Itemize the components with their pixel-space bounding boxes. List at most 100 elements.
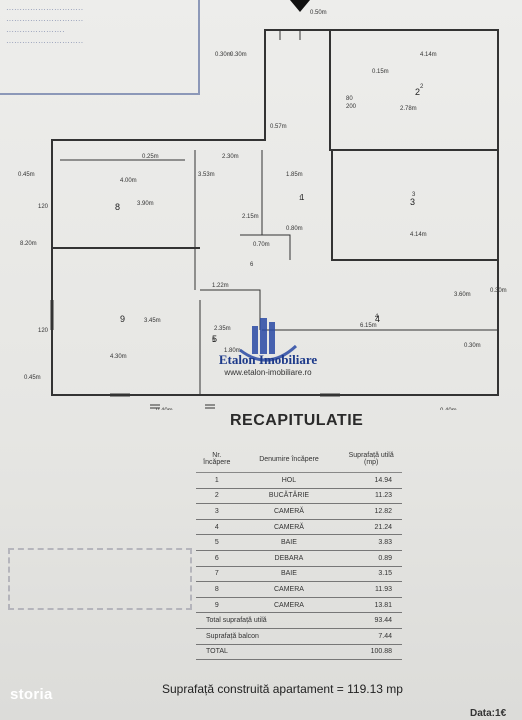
total-label: Total suprafață utilă: [196, 612, 341, 629]
plan-label: 2.30m: [222, 154, 239, 160]
room-number-2: 2: [415, 87, 420, 97]
room-number-4: 4: [375, 314, 380, 324]
cell-area: 0.89: [340, 550, 402, 567]
cell-area: 11.93: [340, 581, 402, 598]
plan-label: 0.45m: [24, 375, 41, 381]
plan-label: 0.30m: [464, 343, 481, 349]
room-number-9: 9: [120, 314, 125, 324]
plan-label: 2.78m: [400, 106, 417, 112]
cell-name: DEBARA: [237, 550, 341, 567]
room-number-1: 1: [300, 193, 305, 202]
cell-area: 11.23: [340, 488, 402, 505]
plan-label: 2.15m: [242, 214, 259, 220]
header-nr: Nr. încăpere: [196, 446, 238, 473]
plan-label: 1.80m: [224, 348, 241, 354]
plan-label: 2.35m: [214, 326, 231, 332]
watermark-name: Etalon Imobiliare: [218, 352, 318, 367]
storia-logo: storia: [10, 686, 53, 703]
plan-label: 1: [299, 196, 303, 202]
plan-label: 6.15m: [360, 323, 377, 329]
total-label: TOTAL: [196, 644, 341, 661]
plan-label-top-a: 0.50m: [310, 10, 327, 16]
plan-label: 0.30m: [230, 52, 247, 58]
total-value: 100.88: [340, 644, 402, 661]
room-number-8: 8: [115, 202, 120, 212]
recap-table: Nr. încăpere Denumire încăpere Suprafață…: [196, 446, 402, 661]
plan-label-top-b: 0.30m: [215, 52, 232, 58]
plan-label: 0.80m: [286, 226, 303, 232]
plan-label: 200: [346, 104, 357, 110]
plan-label: 0.30m: [490, 288, 507, 294]
total-label: Suprafață balcon: [196, 628, 341, 645]
plan-label: 6: [250, 262, 254, 268]
cell-nr: 8: [196, 581, 238, 598]
recap-title: RECAPITULATIE: [230, 412, 364, 429]
cell-name: CAMERA: [237, 581, 341, 598]
cell-nr: 3: [196, 503, 238, 520]
cell-nr: 5: [196, 534, 238, 551]
built-area: Suprafață construită apartament = 119.13…: [162, 682, 403, 696]
cell-name: BAIE: [237, 534, 341, 551]
total-value: 93.44: [340, 612, 402, 629]
cell-name: CAMERA: [237, 597, 341, 614]
side-stamp: [468, 500, 522, 610]
cell-nr: 2: [196, 488, 238, 505]
plan-label: 4.00m: [120, 178, 137, 184]
watermark-logo-icon: [239, 318, 298, 362]
cell-name: CAMERĂ: [237, 519, 341, 536]
cell-nr: 1: [196, 472, 238, 489]
header-name: Denumire încăpere: [237, 446, 341, 473]
cell-area: 13.81: [340, 597, 402, 614]
header-area: Suprafață utilă (mp): [340, 446, 402, 473]
cell-nr: 7: [196, 566, 238, 583]
plan-label: 0.70m: [253, 242, 270, 248]
room-number-3: 3: [410, 197, 415, 207]
plan-label: 4.14m: [420, 52, 437, 58]
cell-area: 3.83: [340, 534, 402, 551]
faded-stamp: [8, 548, 192, 610]
cell-area: 3.15: [340, 566, 402, 583]
plan-label: 0.40m: [440, 408, 457, 410]
registration-stamp: ····························· ··········…: [0, 0, 200, 95]
cell-nr: 4: [196, 519, 238, 536]
cell-area: 21.24: [340, 519, 402, 536]
plan-label: 4.30m: [110, 354, 127, 360]
plan-label: 3.53m: [198, 172, 215, 178]
cell-area: 12.82: [340, 503, 402, 520]
plan-label: 120: [38, 204, 49, 210]
cell-area: 14.94: [340, 472, 402, 489]
date-label: Data:1€: [470, 708, 507, 719]
plan-label: 4.14m: [410, 232, 427, 238]
plan-label: 0.57m: [270, 124, 287, 130]
plan-label: 1.85m: [286, 172, 303, 178]
plan-label: 3: [412, 192, 416, 198]
north-arrow-icon: [290, 0, 310, 12]
plan-label: 0.15m: [372, 69, 389, 75]
cell-name: HOL: [237, 472, 341, 489]
watermark: Etalon Imobiliare www.etalon-imobiliare.…: [198, 318, 338, 377]
room-number-5: 5: [212, 334, 217, 344]
total-value: 7.44: [340, 628, 402, 645]
cell-name: BUCĂTĂRIE: [237, 488, 341, 505]
watermark-url: www.etalon-imobiliare.ro: [224, 368, 312, 377]
plan-label: 0.45m: [18, 172, 35, 178]
plan-label: 3.90m: [137, 201, 154, 207]
plan-label: 2: [420, 84, 424, 90]
plan-label: 0.25m: [142, 154, 159, 160]
plan-label: 8.20m: [20, 241, 37, 247]
plan-label: 4: [375, 314, 379, 320]
plan-label: 5: [212, 338, 216, 344]
